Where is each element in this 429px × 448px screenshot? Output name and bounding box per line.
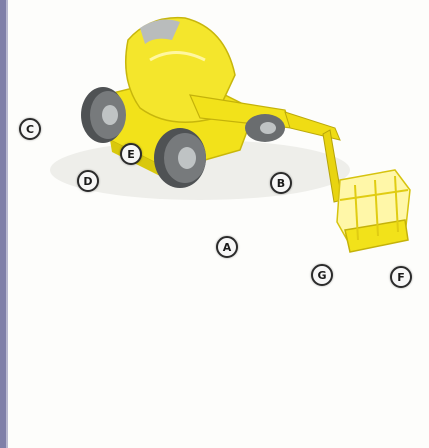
callout-e: E [120,143,142,165]
callout-g-text: G [317,270,326,281]
callout-c: C [19,118,41,140]
callout-a-text: A [223,242,232,253]
callout-g: G [311,264,333,286]
far-wheel [245,114,285,142]
callout-e-text: E [127,149,135,160]
front-wheel [154,128,206,188]
callout-f-text: F [397,272,405,283]
callout-d-text: D [83,176,92,187]
callout-b-text: B [277,178,285,189]
callout-f: F [390,266,412,288]
callout-a: A [216,236,238,258]
callout-c-text: C [26,124,34,135]
boom-upper [285,112,340,140]
callout-b: B [270,172,292,194]
callout-d: D [77,170,99,192]
platform-basket [337,170,410,252]
